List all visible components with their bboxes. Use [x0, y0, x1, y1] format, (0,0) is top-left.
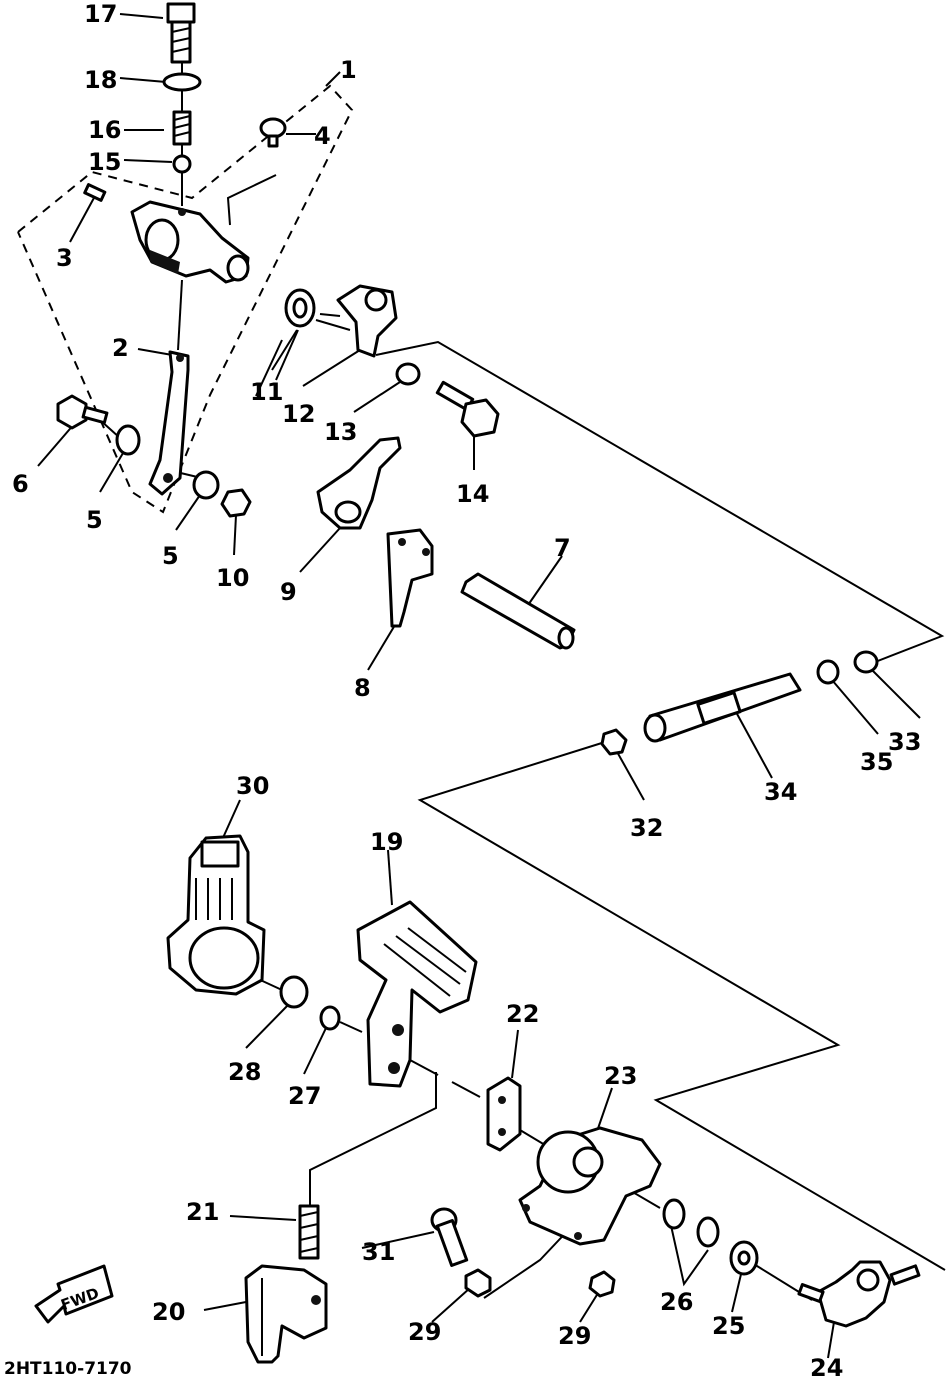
label-14: 14 [456, 480, 489, 508]
part-8-shift-fork [386, 528, 434, 628]
part-9-cam-lever [316, 436, 402, 530]
label-30: 30 [236, 772, 269, 800]
part-34-shaft [643, 672, 802, 743]
part-20-bracket [244, 1264, 328, 1364]
part-16-spring [172, 110, 192, 146]
label-24: 24 [810, 1354, 843, 1382]
part-26-oring-b [696, 1216, 720, 1248]
label-11: 11 [250, 378, 283, 406]
label-29-right: 29 [558, 1322, 591, 1350]
label-1: 1 [340, 56, 357, 84]
label-22: 22 [506, 1000, 539, 1028]
fwd-arrow: FWD [34, 1264, 114, 1324]
label-4: 4 [314, 122, 331, 150]
label-3: 3 [56, 244, 73, 272]
part-15-ball [172, 154, 192, 174]
part-2-lever [148, 350, 190, 496]
label-5-left: 5 [86, 506, 103, 534]
label-2: 2 [112, 334, 129, 362]
label-15: 15 [88, 148, 121, 176]
part-27-washer [319, 1005, 341, 1031]
label-16: 16 [88, 116, 121, 144]
label-5-right: 5 [162, 542, 179, 570]
part-24-joint [797, 1260, 921, 1328]
part-21-spring [298, 1204, 320, 1260]
part-25-washer [729, 1240, 759, 1276]
part-7-rod [460, 572, 576, 650]
label-25: 25 [712, 1312, 745, 1340]
part-22-plate [486, 1076, 522, 1152]
part-14-bolt [435, 380, 500, 438]
label-32: 32 [630, 814, 663, 842]
label-29-left: 29 [408, 1318, 441, 1346]
part-13-washer [395, 362, 421, 386]
part-29-nut-left [464, 1268, 492, 1298]
part-6-bolt [56, 394, 109, 430]
callout-labels: 17 18 16 15 1 4 3 2 6 5 5 10 11 12 13 14… [12, 0, 921, 1382]
part-5-washer-left [115, 424, 141, 456]
diagram-code: 2HT110-7170 [4, 1359, 132, 1379]
part-5-washer-right [192, 470, 220, 500]
part-35-bushing [816, 659, 840, 685]
part-28-bushing [279, 975, 309, 1009]
part-31-bolt [430, 1207, 469, 1267]
label-7: 7 [554, 534, 571, 562]
label-10: 10 [216, 564, 249, 592]
label-18: 18 [84, 66, 117, 94]
label-34: 34 [764, 778, 797, 806]
leader-lines [37, 13, 921, 1359]
part-3-pin [83, 183, 107, 202]
assembly-1-outline [17, 84, 354, 514]
part-18-washer [162, 72, 202, 92]
label-13: 13 [324, 418, 357, 446]
label-6: 6 [12, 470, 29, 498]
part-11-bushing [284, 288, 316, 328]
label-27: 27 [288, 1082, 321, 1110]
part-1-shift-shaft [130, 200, 250, 284]
part-17-bolt [166, 2, 196, 64]
label-21: 21 [186, 1198, 219, 1226]
label-28: 28 [228, 1058, 261, 1086]
label-20: 20 [152, 1298, 185, 1326]
part-32-nut [600, 728, 628, 756]
label-26: 26 [660, 1288, 693, 1316]
label-17: 17 [84, 0, 117, 28]
part-12-joint [319, 284, 398, 358]
label-12: 12 [282, 400, 315, 428]
part-23-gear-bracket [518, 1126, 662, 1246]
part-29-nut-right [588, 1270, 616, 1298]
part-10-nut [220, 488, 252, 518]
label-8: 8 [354, 674, 371, 702]
label-35: 35 [860, 748, 893, 776]
label-19: 19 [370, 828, 403, 856]
part-4-pin [259, 117, 287, 148]
label-23: 23 [604, 1062, 637, 1090]
part-30-housing [166, 834, 266, 996]
parts: FWD [34, 2, 921, 1364]
label-9: 9 [280, 578, 297, 606]
part-26-oring-a [662, 1198, 686, 1230]
part-33-nut [853, 650, 879, 674]
label-33: 33 [888, 728, 921, 756]
part-19-pedal [356, 900, 478, 1088]
label-31: 31 [362, 1238, 395, 1266]
